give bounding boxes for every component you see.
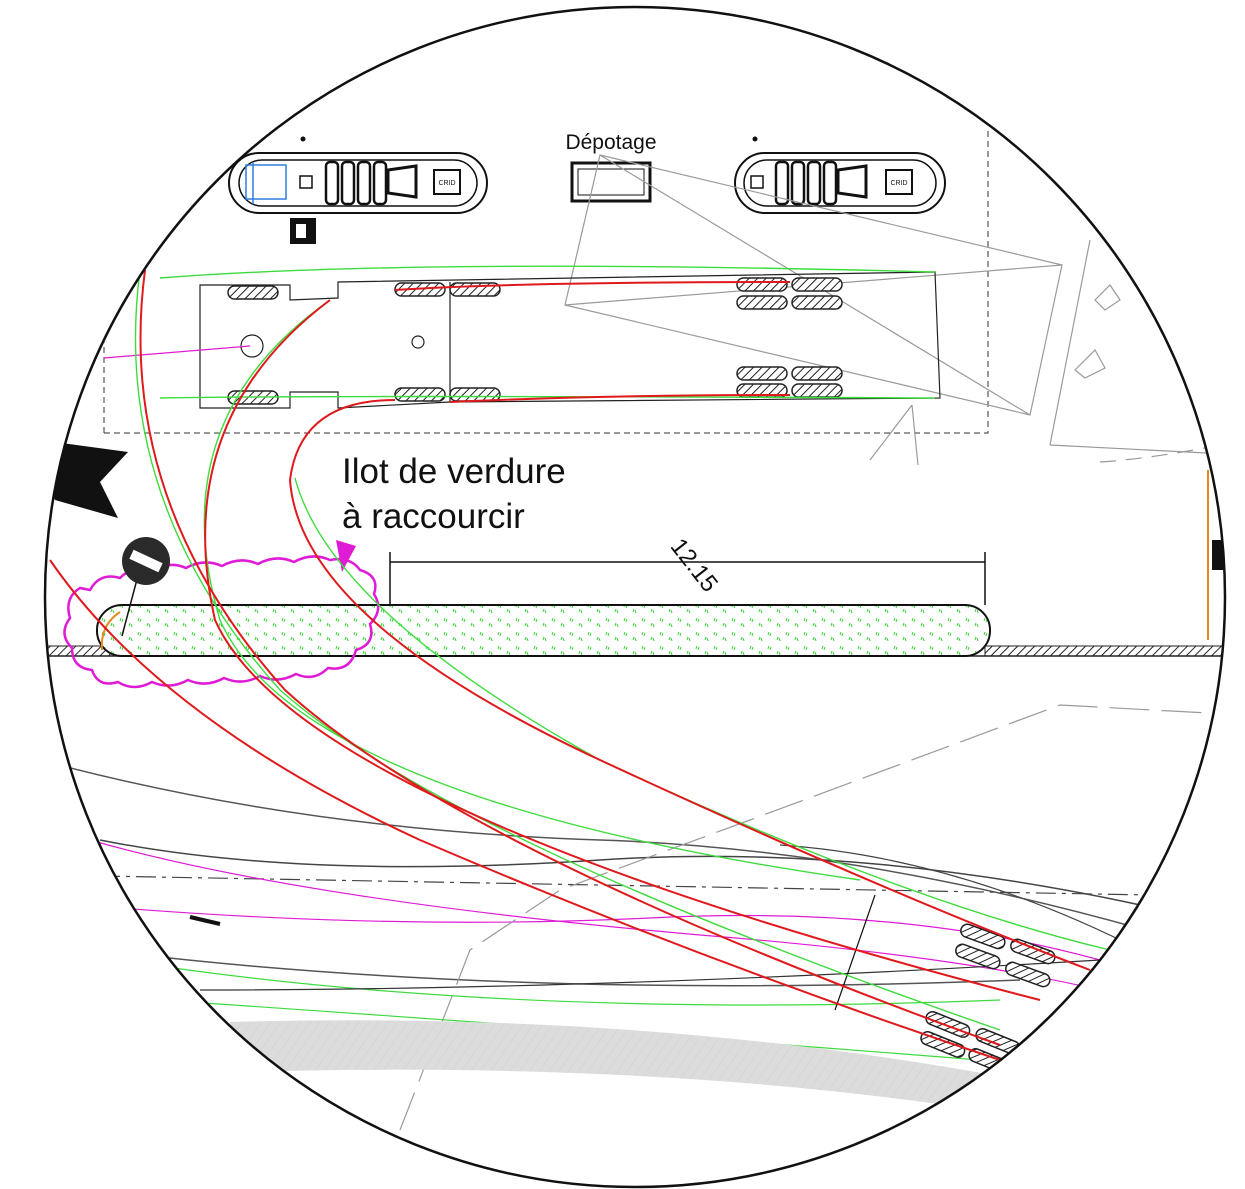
hatched-band — [230, 1020, 1020, 1110]
revision-cloud — [63, 555, 380, 689]
fuel-pump-island-right: CRID — [734, 136, 946, 214]
depotage-box: Dépotage — [565, 131, 657, 203]
dimension-value: 12.15 — [665, 533, 723, 597]
annotation-pointer — [336, 540, 356, 572]
depotage-label: Dépotage — [565, 131, 656, 154]
trailer-body — [199, 271, 941, 409]
swept-path-outer — [134, 265, 1111, 1031]
swept-path-vehicle — [49, 269, 1091, 1061]
detail-callout-circle — [43, 5, 1227, 1189]
crid-label-left: CRID — [438, 180, 455, 187]
green-island — [96, 604, 991, 657]
tanker-outline-grey — [564, 154, 1225, 466]
island-note-line1: Ilot de verdure — [342, 452, 566, 491]
truck-wheels — [227, 277, 843, 405]
no-entry-sign — [121, 537, 170, 637]
upper-station-area: CRID Dépotage — [103, 128, 1225, 466]
crid-label-right: CRID — [890, 180, 907, 187]
island-note-line2: à raccourcir — [342, 497, 525, 536]
drawing-content: CRID Dépotage — [45, 128, 1225, 1131]
dimension-line — [389, 552, 986, 605]
fuel-pump-island-left: CRID — [228, 136, 488, 244]
